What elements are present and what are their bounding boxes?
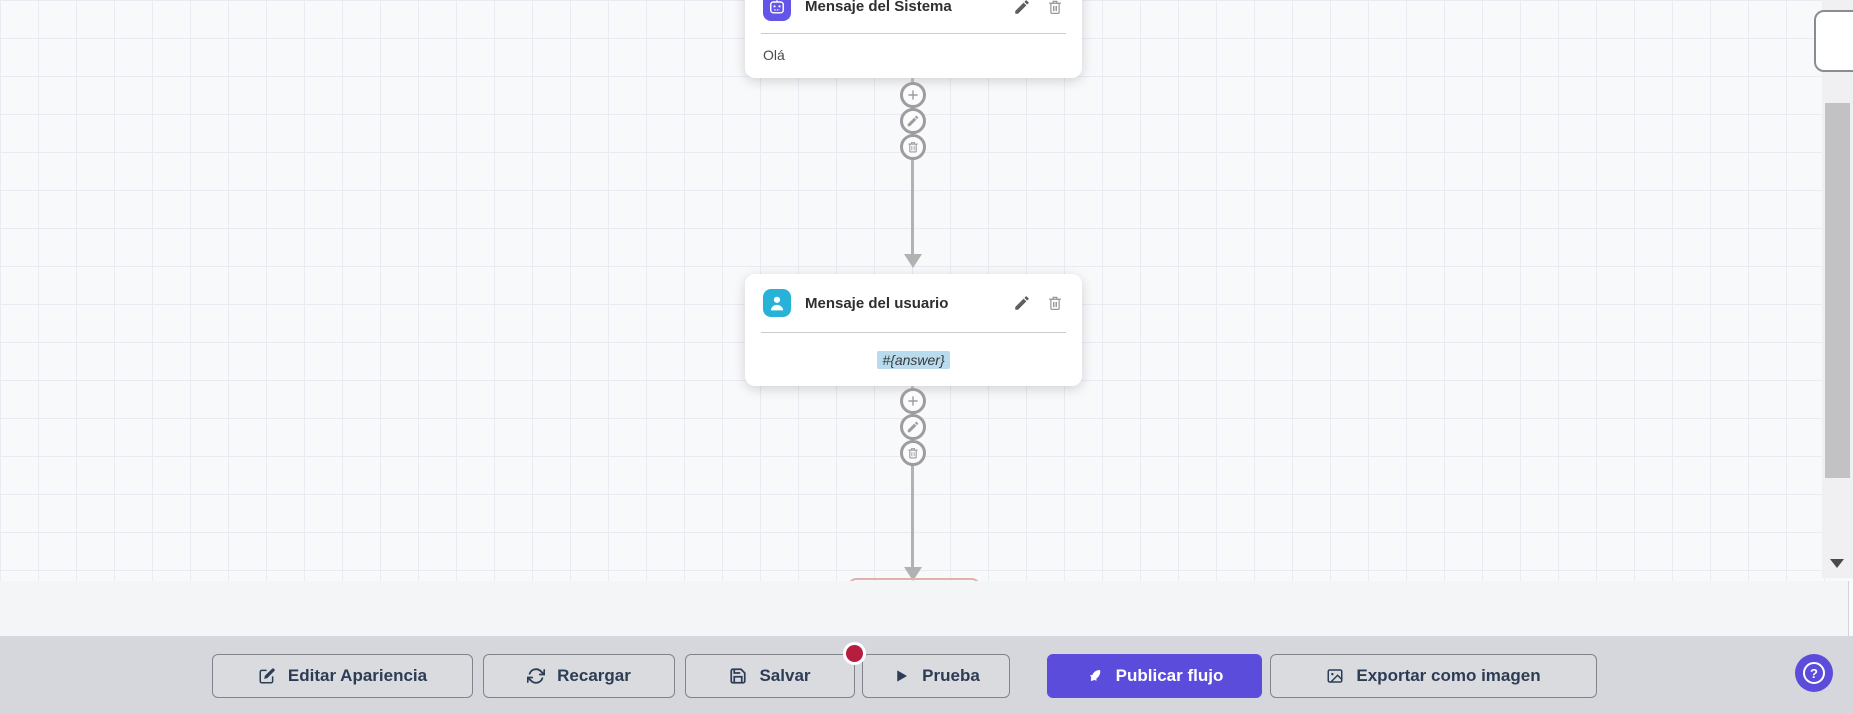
node-divider (761, 332, 1066, 333)
delete-node-icon[interactable] (1046, 0, 1064, 16)
node-header: Mensaje del Sistema (745, 0, 1082, 33)
save-button[interactable]: Salvar (685, 654, 855, 698)
help-button[interactable]: ? (1795, 654, 1833, 692)
node-content[interactable]: Olá (763, 47, 785, 63)
edit-node-icon[interactable] (1013, 294, 1031, 312)
node-user-message[interactable]: Mensaje del usuario #{answer} (745, 274, 1082, 386)
export-image-button[interactable]: Exportar como imagen (1270, 654, 1597, 698)
node-content[interactable]: #{answer} (745, 333, 1082, 386)
test-button[interactable]: Prueba (862, 654, 1010, 698)
question-icon: ? (1803, 662, 1825, 684)
connector-arrow-icon (904, 254, 922, 268)
add-step-icon[interactable] (900, 388, 926, 414)
button-label: Editar Apariencia (287, 666, 428, 685)
reload-button[interactable]: Recargar (483, 654, 675, 698)
button-label: Prueba (922, 666, 980, 685)
save-icon (730, 668, 747, 684)
unsaved-badge-dot (846, 645, 863, 662)
node-actions (1013, 294, 1064, 312)
rocket-icon (1089, 670, 1100, 681)
button-label: Exportar como imagen (1356, 666, 1541, 685)
canvas-corner-panel (1814, 10, 1853, 72)
scrollbar-thumb[interactable] (1825, 103, 1850, 478)
button-label: Publicar flujo (1115, 666, 1224, 685)
robot-icon (763, 0, 791, 21)
edit-icon (259, 668, 275, 684)
image-icon (1327, 669, 1343, 683)
node-system-message[interactable]: Mensaje del Sistema Olá (745, 0, 1082, 78)
unsaved-badge (843, 642, 866, 665)
scrollbar-down-arrow-icon[interactable] (1830, 559, 1844, 568)
flow-canvas[interactable]: Mensaje del Sistema Olá (0, 0, 1853, 586)
node-header: Mensaje del usuario (745, 274, 1082, 332)
refresh-icon (527, 668, 546, 684)
node-divider (761, 33, 1066, 34)
canvas-lower-margin (0, 581, 1853, 636)
delete-step-icon[interactable] (900, 440, 926, 466)
button-label: Recargar (557, 666, 631, 685)
add-step-icon[interactable] (900, 82, 926, 108)
bottom-toolbar: Editar Apariencia Recargar Salvar Prueba (0, 636, 1853, 714)
variable-chip[interactable]: #{answer} (877, 350, 950, 369)
connector-line (911, 78, 914, 256)
edit-appearance-button[interactable]: Editar Apariencia (212, 654, 473, 698)
node-title: Mensaje del Sistema (805, 0, 952, 15)
node-title: Mensaje del usuario (805, 294, 949, 312)
user-icon (763, 289, 791, 317)
delete-step-icon[interactable] (900, 134, 926, 160)
button-label: Salvar (759, 666, 811, 685)
delete-node-icon[interactable] (1046, 294, 1064, 312)
edit-step-icon[interactable] (900, 108, 926, 134)
connector-line (911, 386, 914, 568)
edit-step-icon[interactable] (900, 414, 926, 440)
publish-flow-button[interactable]: Publicar flujo (1047, 654, 1262, 698)
play-icon (897, 670, 908, 682)
edit-node-icon[interactable] (1013, 0, 1031, 16)
connector-arrow-icon (904, 567, 922, 581)
node-actions (1013, 0, 1064, 16)
